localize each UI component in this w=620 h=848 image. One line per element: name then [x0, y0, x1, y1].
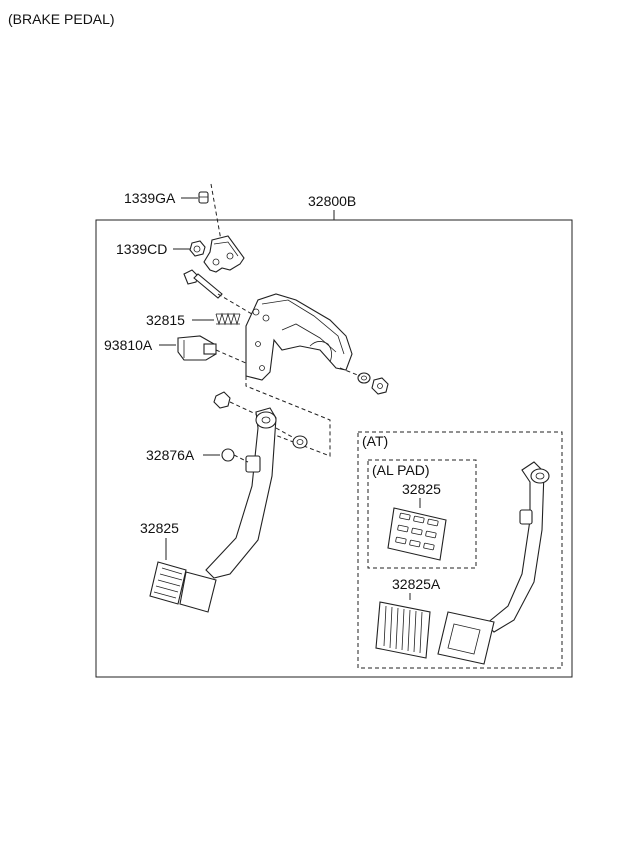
al-pad-frame: [367, 459, 477, 569]
callout-93810A: 93810A: [104, 337, 153, 353]
aluminium-pedal-pad: [387, 507, 447, 561]
stop-lamp-switch-93810A: [177, 335, 217, 361]
brake-pedal-arm-at: [485, 461, 550, 633]
spring-32815: [215, 312, 241, 326]
centerline-top: [210, 183, 223, 247]
al-pad-label: (AL PAD): [372, 462, 430, 478]
nut-1339CD: [189, 240, 206, 257]
at-section-frame: [357, 431, 563, 669]
callout-32815: 32815: [146, 312, 185, 328]
callout-32825A: 32825A: [392, 576, 441, 592]
diagram-title: (BRAKE PEDAL): [8, 11, 115, 27]
pedal-foot-plate-at: [437, 611, 495, 665]
callout-1339CD: 1339CD: [116, 241, 167, 257]
pedal-bushing-right: [292, 435, 308, 449]
brake-pedal-pad-32825: [149, 561, 187, 605]
callout-32825: 32825: [140, 520, 179, 536]
brake-pedal-arm-mt: [205, 407, 277, 579]
callout-32876A: 32876A: [146, 447, 195, 463]
callout-1339GA: 1339GA: [124, 190, 176, 206]
bolt-1339GA: [198, 191, 209, 204]
assembly-part-number: 32800B: [308, 193, 356, 209]
bushing-32876A: [221, 448, 235, 462]
pedal-foot-plate-mt: [179, 571, 217, 613]
pedal-mounting-bracket: [245, 293, 353, 381]
pivot-bolt: [183, 269, 223, 299]
pedal-pad-32825A: [375, 601, 431, 659]
at-section-label: (AT): [362, 433, 388, 449]
nut-right: [371, 377, 389, 395]
callout-al-pad-32825: 32825: [402, 481, 441, 497]
upper-bracket: [203, 235, 245, 273]
washer-right: [357, 372, 371, 384]
pedal-bolt: [213, 391, 231, 409]
